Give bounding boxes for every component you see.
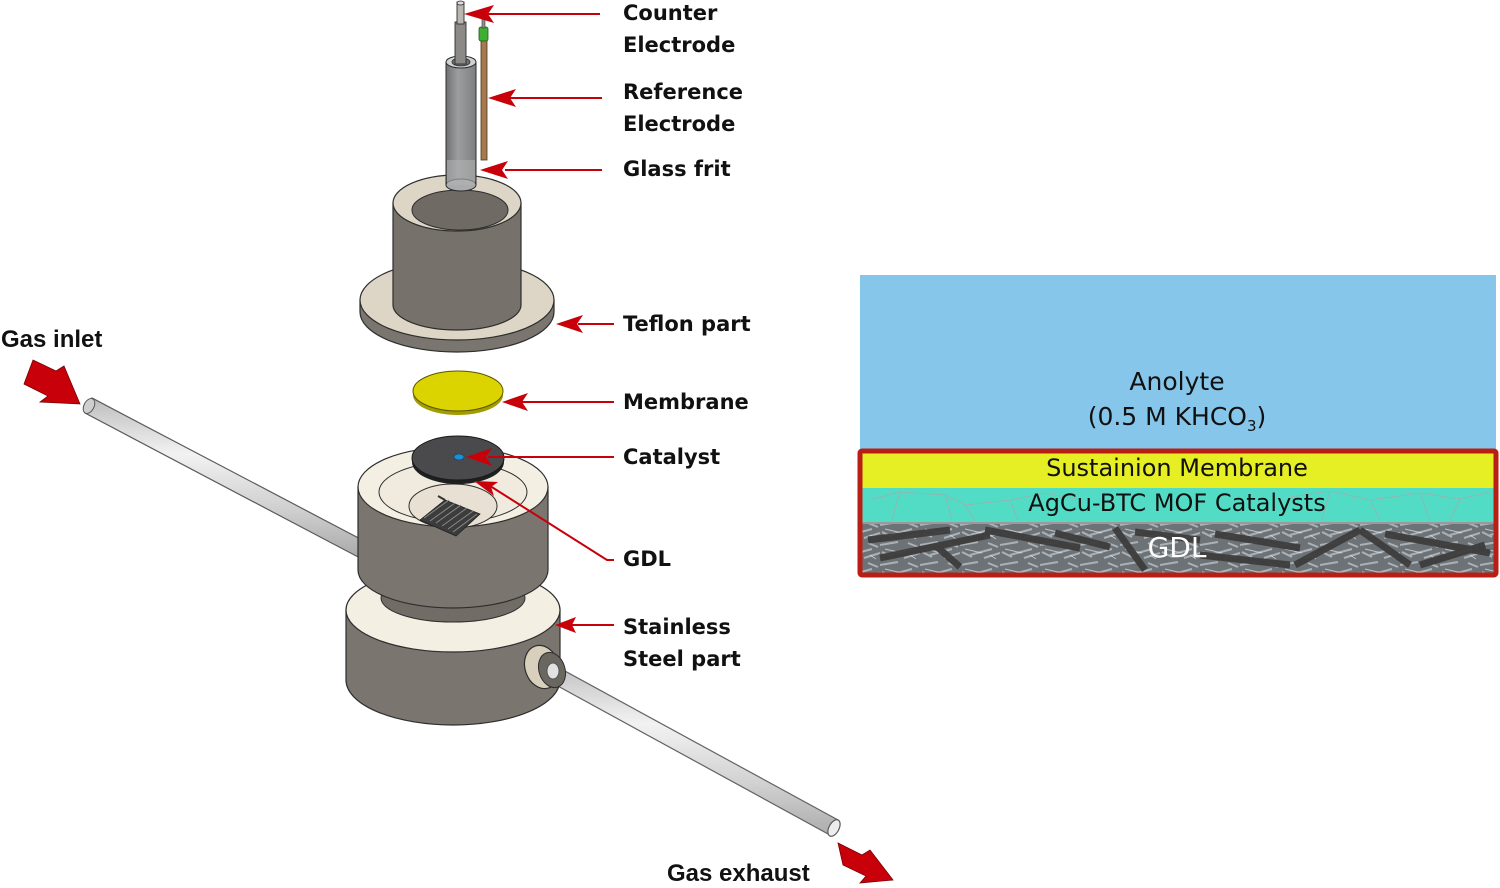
anolyte-layer <box>860 275 1496 455</box>
catalyst-layer <box>862 488 1494 523</box>
anolyte-concentration-label: (0.5 M KHCO3) <box>860 402 1494 435</box>
label-stainless-steel-line1: Stainless <box>623 615 731 639</box>
flow-field-icon <box>419 495 481 537</box>
membrane-disk <box>412 370 504 415</box>
teflon-part <box>359 174 555 353</box>
gdl-fibers <box>867 525 1491 573</box>
label-gdl: GDL <box>623 547 672 571</box>
arrow-membrane <box>502 393 614 411</box>
arrow-counter-electrode <box>464 5 600 23</box>
anolyte-conc-subscript: 3 <box>1247 417 1257 435</box>
label-gas-inlet: Gas inlet <box>1 326 103 353</box>
arrow-catalyst <box>466 448 614 466</box>
label-catalyst: Catalyst <box>623 445 721 469</box>
anolyte-label: Anolyte <box>1129 367 1225 396</box>
arrow-stainless-steel <box>555 617 614 633</box>
membrane-layer <box>862 453 1494 488</box>
catalyst-disk <box>411 435 505 484</box>
catalyst-layer-label: AgCu-BTC MOF Catalysts <box>1028 489 1326 517</box>
catalyst-spot <box>453 453 465 461</box>
arrow-teflon-part <box>556 315 614 333</box>
gas-inlet-arrow-icon <box>23 359 81 405</box>
counter-electrode <box>445 0 477 192</box>
gas-inlet-pipe <box>82 397 369 559</box>
label-stainless-steel-part: Stainless Steel part <box>623 611 741 675</box>
label-counter-electrode-line1: Counter <box>623 1 718 25</box>
anolyte-conc-prefix: (0.5 M KHCO <box>1087 402 1247 431</box>
label-counter-electrode: Counter Electrode <box>623 0 735 61</box>
label-reference-electrode-line2: Electrode <box>623 112 736 136</box>
stainless-steel-part <box>345 446 567 726</box>
leader-arrows <box>464 5 614 633</box>
label-gas-exhaust: Gas exhaust <box>667 860 810 887</box>
label-reference-electrode: Reference Electrode <box>623 76 743 140</box>
label-stainless-steel-line2: Steel part <box>623 647 741 671</box>
arrow-glass-frit <box>480 161 602 179</box>
gdl-layer-label: GDL <box>1147 531 1207 564</box>
layer-highlight-border <box>857 448 1499 578</box>
reference-electrode <box>478 17 489 161</box>
catalyst-grain-lines <box>869 490 1491 522</box>
arrow-gdl <box>474 481 614 561</box>
label-glass-frit: Glass frit <box>623 157 731 181</box>
layer-schematic <box>857 275 1499 578</box>
anolyte-conc-suffix: ) <box>1256 402 1267 431</box>
exhaust-fitting <box>523 644 567 690</box>
gas-exhaust-pipe <box>544 663 841 837</box>
label-counter-electrode-line2: Electrode <box>623 33 736 57</box>
arrow-reference-electrode <box>488 89 602 107</box>
label-membrane: Membrane <box>623 390 749 414</box>
membrane-layer-label: Sustainion Membrane <box>1046 454 1308 482</box>
label-teflon-part: Teflon part <box>623 312 751 336</box>
label-reference-electrode-line1: Reference <box>623 80 744 104</box>
gas-exhaust-arrow-icon <box>837 842 894 884</box>
